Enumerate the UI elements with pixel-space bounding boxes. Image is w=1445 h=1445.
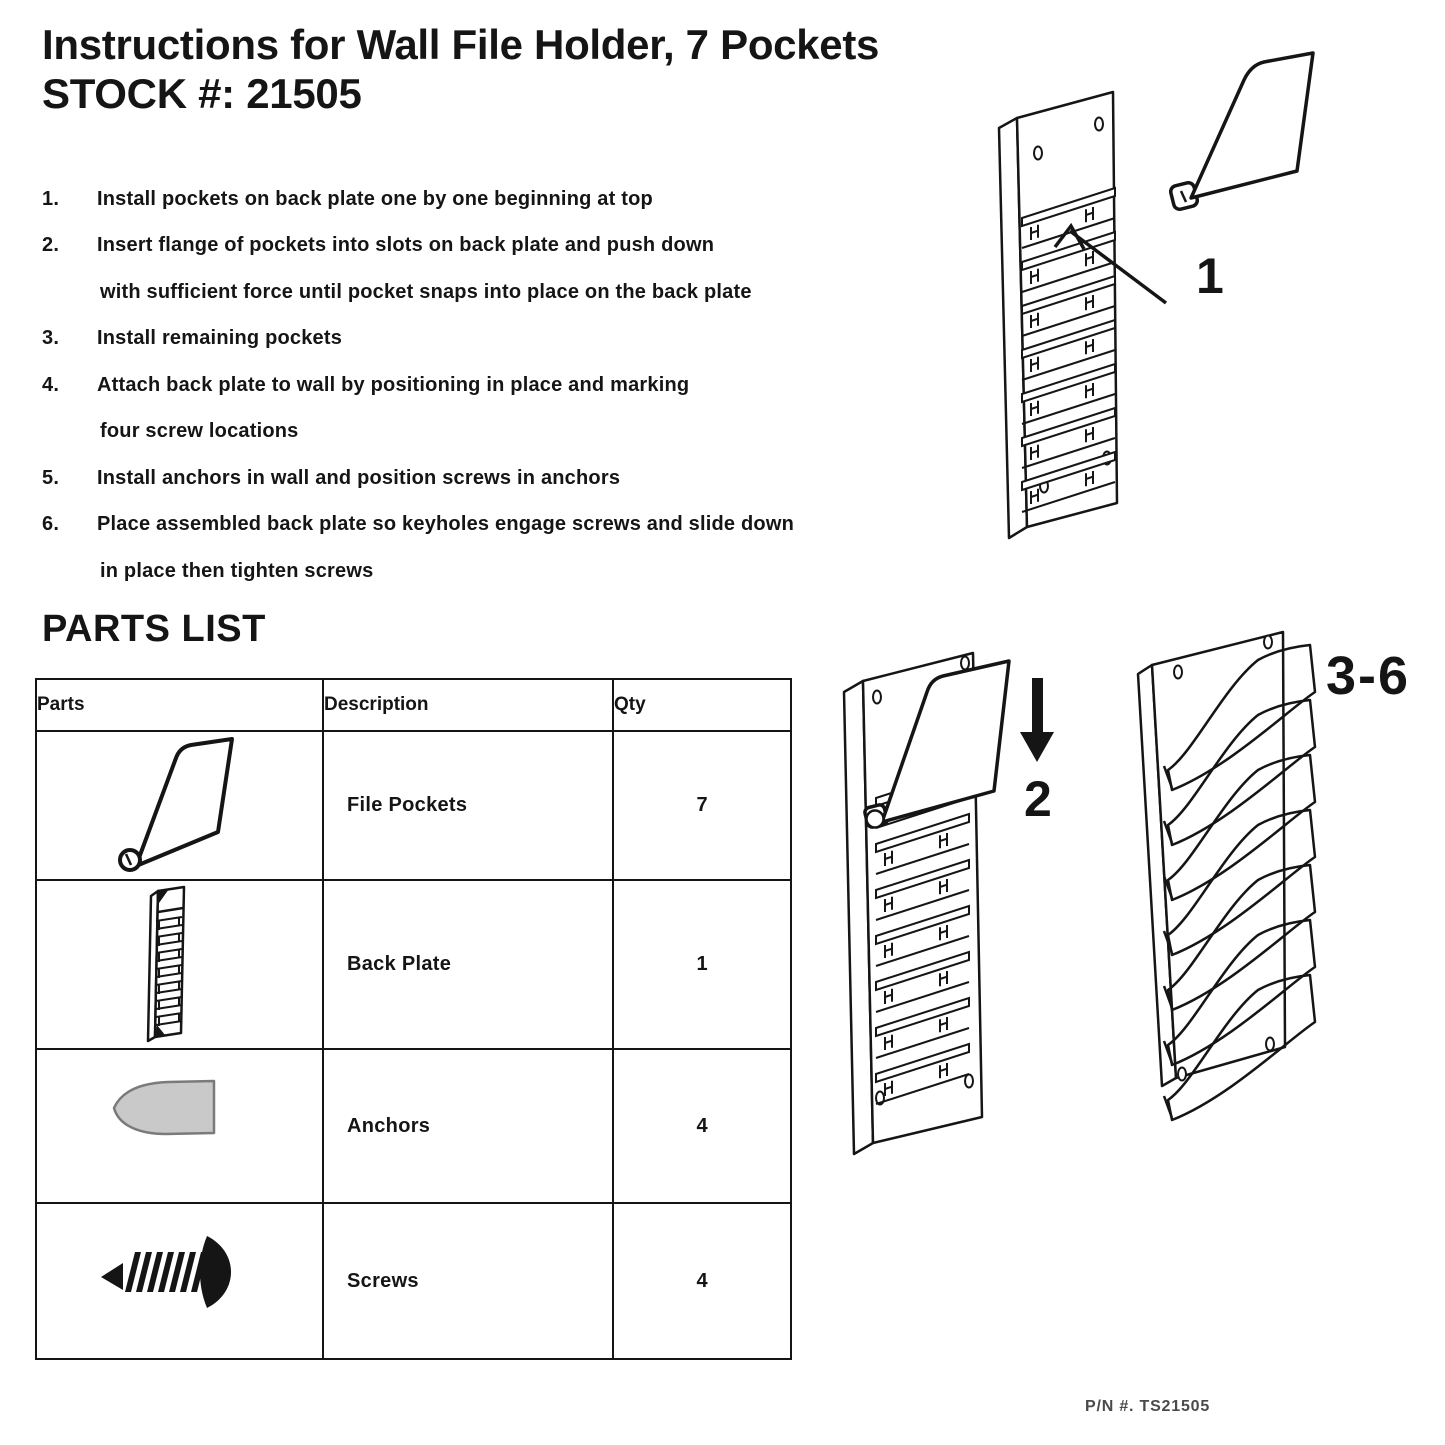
- column-header-qty: Qty: [612, 678, 792, 732]
- file-pocket-drawing: [863, 659, 1011, 829]
- file-pocket-drawing: [1168, 51, 1315, 212]
- table-row: File Pockets 7: [35, 730, 792, 881]
- title-line-1: Instructions for Wall File Holder, 7 Poc…: [42, 21, 880, 68]
- instruction-item-6: 6. Place assembled back plate so keyholes…: [42, 513, 794, 536]
- file-pocket-icon: [118, 737, 234, 872]
- instruction-text: with sufficient force until pocket snaps…: [100, 281, 752, 303]
- step-1-label: 1: [1196, 248, 1224, 304]
- part-description: Screws: [322, 1202, 614, 1360]
- instruction-number: 1.: [42, 188, 60, 210]
- instruction-item-5: 5. Install anchors in wall and position s…: [42, 467, 620, 490]
- column-header-description: Description: [322, 678, 614, 732]
- back-plate-drawing: [1136, 630, 1287, 1088]
- page-title: Instructions for Wall File Holder, 7 Poc…: [42, 20, 879, 118]
- step-1-diagram: 1: [997, 51, 1315, 540]
- part-description: Anchors: [322, 1048, 614, 1204]
- instruction-text: Install anchors in wall and position scr…: [97, 467, 621, 489]
- instruction-number: 2.: [42, 234, 60, 256]
- part-number: P/N #. TS21505: [1085, 1398, 1211, 1415]
- parts-list-heading: PARTS LIST: [42, 608, 266, 650]
- part-icon-cell: [35, 1202, 324, 1360]
- part-description: File Pockets: [322, 730, 614, 881]
- instruction-text: in place then tighten screws: [100, 560, 374, 582]
- instruction-item-1: 1. Install pockets on back plate one by o…: [42, 188, 653, 211]
- table-row: Screws 4: [35, 1202, 792, 1360]
- instruction-text: Attach back plate to wall by positioning…: [97, 374, 690, 396]
- steps-3-6-diagram: 3-6: [1136, 630, 1410, 1122]
- steps-3-6-label: 3-6: [1326, 646, 1410, 706]
- table-row: Back Plate 1: [35, 879, 792, 1050]
- screw-icon: [101, 1236, 231, 1308]
- parts-list-table: Parts Description Qty File Pockets 7: [35, 678, 792, 1360]
- part-qty: 4: [612, 1048, 792, 1204]
- back-plate-drawing: [997, 90, 1119, 540]
- part-qty: 4: [612, 1202, 792, 1360]
- instruction-text: four screw locations: [100, 420, 299, 442]
- instruction-number: 4.: [42, 374, 60, 396]
- down-arrow-icon: [1020, 678, 1054, 762]
- step-2-diagram: 2: [842, 651, 1054, 1156]
- keyhole-icon: [1173, 634, 1275, 1082]
- instruction-text: Place assembled back plate so keyholes e…: [97, 513, 795, 535]
- part-icon-cell: [35, 1048, 324, 1204]
- part-qty: 1: [612, 879, 792, 1050]
- table-header-row: Parts Description Qty: [35, 678, 792, 732]
- instruction-item-3: 3. Install remaining pockets: [42, 327, 342, 350]
- instruction-number: 6.: [42, 513, 60, 535]
- column-header-parts: Parts: [35, 678, 324, 732]
- instruction-number: 5.: [42, 467, 60, 489]
- anchor-icon: [112, 1079, 216, 1136]
- part-description: Back Plate: [322, 879, 614, 1050]
- part-icon-cell: [35, 879, 324, 1050]
- back-plate-icon: [146, 885, 186, 1043]
- instruction-item-4-cont: four screw locations: [100, 420, 299, 443]
- instruction-text: Install pockets on back plate one by one…: [97, 188, 653, 210]
- instruction-item-2: 2. Insert flange of pockets into slots on…: [42, 234, 714, 257]
- instruction-item-6-cont: in place then tighten screws: [100, 560, 373, 583]
- table-row: Anchors 4: [35, 1048, 792, 1204]
- instruction-item-2-cont: with sufficient force until pocket snaps…: [100, 281, 752, 304]
- part-qty: 7: [612, 730, 792, 881]
- stock-number: STOCK #: 21505: [42, 70, 362, 117]
- step-2-label: 2: [1024, 771, 1052, 827]
- insert-arrow-icon: [1053, 222, 1168, 305]
- instruction-item-4: 4. Attach back plate to wall by positioni…: [42, 374, 689, 397]
- instruction-text: Insert flange of pockets into slots on b…: [97, 234, 715, 256]
- instruction-text: Install remaining pockets: [97, 327, 343, 349]
- instruction-number: 3.: [42, 327, 60, 349]
- part-icon-cell: [35, 730, 324, 881]
